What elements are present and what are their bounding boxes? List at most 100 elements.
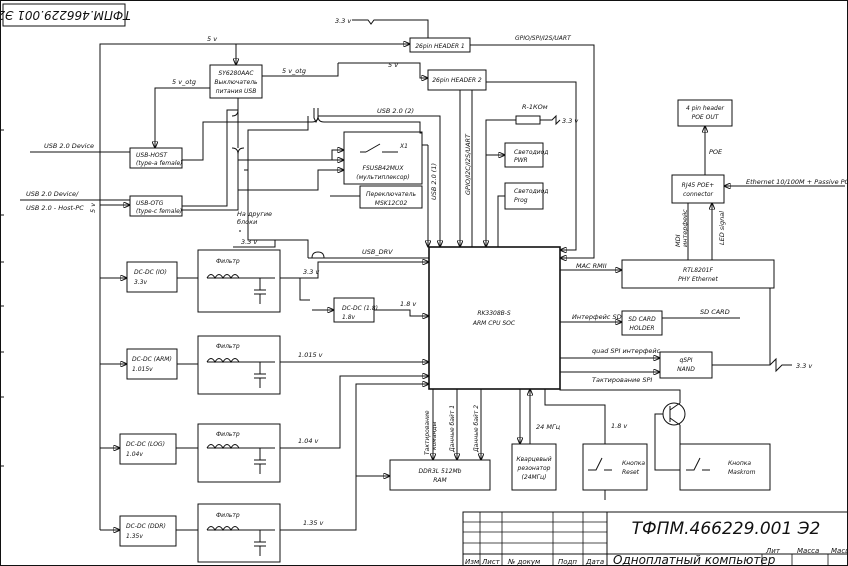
- rail-33-qspi-label: 3.3 v: [796, 362, 812, 370]
- reset-btn-box: [582, 443, 648, 491]
- rail-1015-label: 1.015 v: [298, 351, 323, 359]
- qspi-box: [659, 351, 713, 379]
- filter4-label: Фильтр: [216, 512, 240, 519]
- maskrom-btn-box: [679, 443, 771, 491]
- usb-device-host-label-1: USB 2.0 Device/: [26, 190, 79, 198]
- wire-dc18-soc: [374, 309, 429, 316]
- phy-label-2: PHY Ethernet: [678, 276, 718, 283]
- filter1-inductor: [206, 274, 240, 280]
- dcdc-ddr-label-2: 1.35v: [126, 533, 143, 540]
- usbotg-label-1: USB-OTG: [136, 200, 164, 207]
- data1-label: Данные байт 1: [449, 405, 456, 453]
- rail-5votg2-label: 5 v_otg: [172, 78, 196, 86]
- dcdc-io-label-2: 3.3v: [134, 279, 148, 286]
- tb-masht: Масш: [831, 547, 848, 555]
- gpio-vert-label: GPIO/I2C/I2S/UART: [464, 133, 472, 195]
- poe-out-box: [677, 99, 733, 127]
- phy-box: [621, 259, 775, 289]
- qspi-label-2: NAND: [677, 366, 695, 373]
- wire-33-filter-1: [233, 240, 276, 248]
- wire-135-ddr: [280, 476, 390, 531]
- sd-if-label: Интерфейс SD: [572, 313, 622, 321]
- ddr-label-2: RAM: [433, 477, 447, 484]
- led-prog-label-1: Светодиод: [514, 188, 548, 195]
- mhz-label: 24 МГц: [536, 423, 561, 431]
- tb-col-data: Дата: [585, 558, 604, 566]
- reset-switch: [588, 457, 603, 471]
- other-blocks-label-1: На другие: [237, 210, 272, 218]
- wire-usbhost-mux-2: [324, 121, 422, 134]
- ddr-label-1: DDR3L 512Mb: [419, 468, 462, 475]
- poe-label: POE: [709, 148, 723, 156]
- ethernet-label: Ethernet 10/100M + Passive POE: [746, 178, 848, 186]
- rail-18-reset-label: 1.8 v: [611, 422, 627, 430]
- usbotg-label-2: (type-c female): [136, 208, 182, 215]
- rail-5v-mid-label: 5 v: [388, 61, 398, 69]
- mux-x1-label: X1: [399, 143, 408, 150]
- dcdc-arm-box: [126, 348, 178, 380]
- sy6280-label-3: питания USB: [216, 88, 257, 95]
- sd-card-label: SD CARD: [700, 308, 730, 316]
- poe-out-label-1: 4 pin header: [686, 105, 725, 112]
- rail-135-label: 1.35 v: [303, 519, 324, 527]
- qspi-label-1: qSPI: [679, 357, 692, 364]
- wire-led-prog: [497, 195, 505, 247]
- xtal-label-2: резонатор: [517, 465, 551, 472]
- wire-usb-drv-up: [247, 116, 309, 170]
- wire-usbotg-mux: [182, 109, 238, 207]
- wire-usb-drv-sy: [244, 169, 309, 258]
- resistor-label: R-1КОм: [522, 103, 548, 111]
- led-pwr-label-1: Светодиод: [514, 149, 548, 156]
- wire-usbotg-mux-c: [237, 154, 344, 191]
- filter2-box: [197, 335, 281, 395]
- mux-switch: [365, 143, 381, 153]
- usb-device-label: USB 2.0 Device: [44, 142, 94, 150]
- wire-soc-reset: [544, 389, 606, 444]
- wire-5v-top: [99, 44, 410, 215]
- dcdc18-label-2: 1.8v: [342, 314, 356, 321]
- dcdc-ddr-label-1: DC-DC (DDR): [126, 523, 166, 530]
- sd-label-2: HOLDER: [629, 325, 654, 332]
- qspi-if-label: quad SPI интерфейс: [592, 347, 661, 355]
- rail-5v-top-label: 5 v: [207, 35, 217, 43]
- cmd-label: Тактирование: [424, 410, 431, 455]
- mux-label-2: (мультиплексор): [356, 174, 409, 181]
- led-pwr-label-2: PWR: [514, 157, 528, 164]
- phy-label-1: RTL8201F: [683, 267, 713, 274]
- rj45-label-2: connector: [683, 191, 714, 198]
- filter2-inductor: [206, 358, 240, 364]
- filter4-inductor: [206, 526, 240, 532]
- soc-label-1: RK3308B-S: [477, 310, 511, 317]
- maskrom-label-1: Кнопка: [728, 460, 751, 467]
- rail-5v-left-label: 5 v: [89, 203, 97, 213]
- wire-135-soc: [355, 384, 429, 476]
- dcdc-ddr-box: [119, 515, 177, 547]
- xtal-box: [511, 443, 557, 491]
- doc-title: Одноплатный компьютер: [613, 553, 776, 566]
- wire-sy6280-usbhost: [155, 87, 210, 148]
- rj45-label-1: RJ45 POE+: [682, 182, 715, 189]
- dcdc-log-label-1: DC-DC (LOG): [126, 441, 165, 448]
- maskrom-transistor: [662, 402, 686, 426]
- header2-label: 26pin HEADER 2: [432, 77, 482, 84]
- sy6280-label-1: SY6280AAC: [218, 70, 254, 77]
- dcdc-log-box: [119, 433, 177, 465]
- wire-bridge-3: [231, 147, 245, 155]
- header1-label: 26pin HEADER 1: [415, 43, 465, 50]
- rotated-code-box: [2, 3, 126, 27]
- dcdc-log-label-2: 1.04v: [126, 451, 143, 458]
- dcdc-arm-label-2: 1.015v: [132, 366, 153, 373]
- rail-33-filter-label: 3.3 v: [241, 238, 257, 246]
- filter1-label: Фильтр: [216, 258, 240, 265]
- soc-box: [428, 246, 561, 390]
- wire-header2-soc: [486, 81, 577, 250]
- maskrom-transistor-e: [669, 417, 681, 426]
- tb-lit: Лит: [765, 547, 781, 555]
- switch-box: [359, 185, 423, 209]
- rail-33-dcdc-label: 3.3 v: [303, 268, 319, 276]
- wire-5votg-header: [262, 63, 339, 77]
- poe-out-label-2: POE OUT: [692, 114, 720, 121]
- usb-device-host-label-2: USB 2.0 - Host-PC: [26, 204, 84, 212]
- rail-104-label: 1.04 v: [298, 437, 319, 445]
